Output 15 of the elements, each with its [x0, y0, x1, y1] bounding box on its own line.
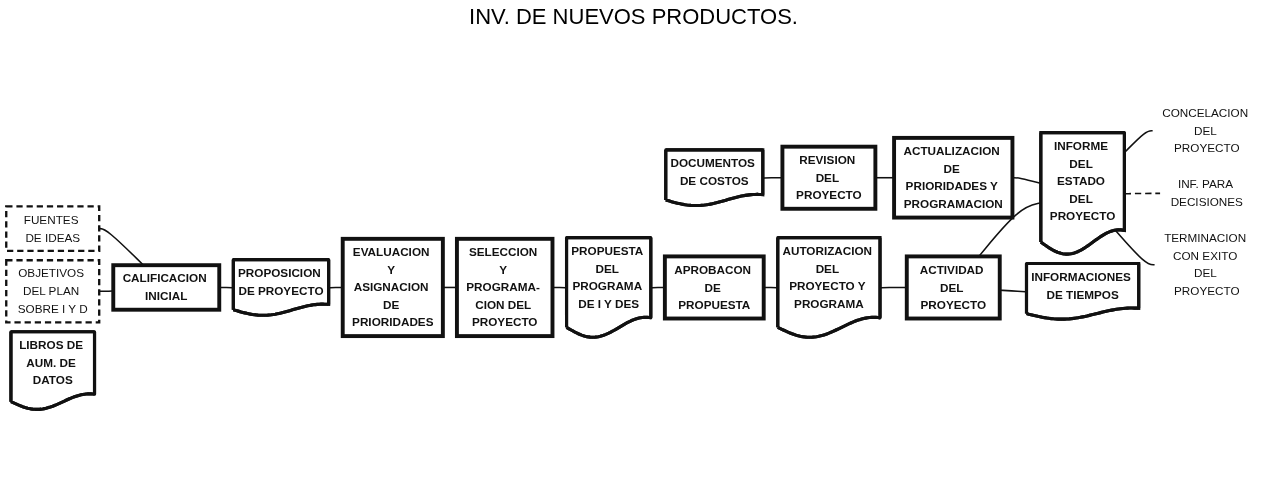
node-box: OBJETIVOS DEL PLAN SOBRE I Y D — [5, 259, 101, 324]
connector — [1124, 192, 1162, 195]
node-box: APROBACON DE PROPUESTA — [662, 254, 766, 321]
node-box: ACTUALIZACION DE PRIORIDADES Y PROGRAMACION — [892, 135, 1015, 220]
node-text: INF. PARA DECISIONES — [1170, 177, 1243, 209]
node-text: TERMINACION CON EXITO DEL PROYECTO — [1164, 231, 1247, 298]
node-box: FUENTES DE IDEAS — [5, 205, 101, 253]
node-box: REVISION DEL PROYECTO — [780, 144, 878, 211]
node-box: SELECCION Y PROGRAMA- CION DEL PROYECTO — [454, 236, 555, 339]
node-text: CONCELACION DEL PROYECTO — [1162, 105, 1249, 155]
connector — [1124, 129, 1154, 154]
node-box: ACTIVIDAD DEL PROYECTO — [904, 254, 1002, 321]
node-box: CALIFICACION INICIAL — [111, 263, 222, 312]
diagram-title: INV. DE NUEVOS PRODUCTOS. — [468, 4, 799, 30]
node-box: EVALUACION Y ASIGNACION DE PRIORIDADES — [340, 236, 445, 339]
